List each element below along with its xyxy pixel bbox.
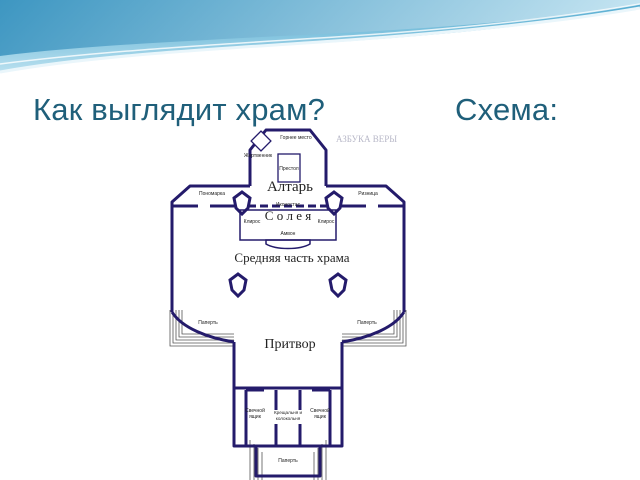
decorative-wave-banner [0, 0, 640, 74]
label-svechnoy-right-1: Свечной [310, 407, 330, 414]
amvon [265, 239, 311, 250]
prestol-table [277, 153, 301, 183]
label-svechnoy-left-2: ящик [249, 414, 262, 420]
watermark-text: АЗБУКА ВЕРЫ [336, 134, 397, 144]
zhertvennik-table [250, 130, 272, 152]
label-amvon: Амвон [281, 231, 296, 237]
church-floor-plan: АЗБУКА ВЕРЫ Алтарь С о л е я Средняя час… [169, 128, 407, 480]
label-riznitsa: Ризница [358, 191, 378, 197]
label-gornee-mesto: Горнее место [280, 135, 312, 141]
label-zhertvennik: Жертвенник [244, 153, 273, 159]
room-altar: Алтарь [267, 179, 313, 195]
label-kliros-left: Клирос [244, 219, 261, 225]
slide-title: Как выглядит храм? [33, 92, 326, 127]
scheme-title: Схема: [455, 92, 559, 127]
pillars [228, 190, 348, 299]
label-papert-right: Паперть [357, 320, 377, 326]
label-ponomarka: Пономарка [199, 191, 225, 197]
plan-walls [170, 128, 406, 478]
label-svechnoy-right-2: ящик [314, 414, 327, 420]
label-kreshchalnaya-1: Крещальня и [274, 410, 302, 415]
room-pritvor: Притвор [264, 337, 315, 352]
room-middle: Средняя часть храма [234, 250, 349, 265]
label-papert-bottom: Паперть [278, 458, 298, 464]
label-kreshchalnaya-2: колокольня [276, 416, 301, 421]
room-soleya: С о л е я [265, 208, 311, 223]
label-prestol: Престол [279, 166, 299, 172]
label-kliros-right: Клирос [318, 219, 335, 225]
label-svechnoy-left-1: Свечной [245, 407, 265, 414]
label-papert-left: Паперть [198, 320, 218, 326]
label-ikonostas: Иконостас [276, 202, 301, 208]
